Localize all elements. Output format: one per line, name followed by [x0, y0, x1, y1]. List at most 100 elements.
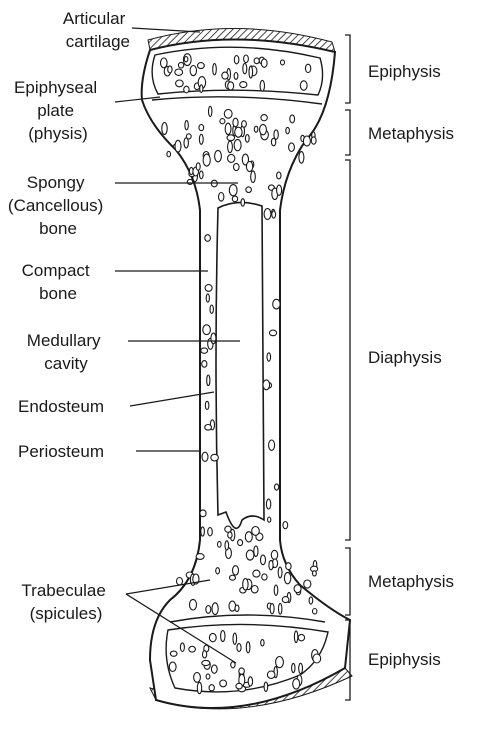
- label-epiphysis-bottom: Epiphysis: [368, 650, 441, 669]
- trabecular-pore: [235, 605, 239, 611]
- trabecular-pore: [269, 330, 276, 336]
- trabecular-pore: [199, 134, 203, 144]
- bracket-metaphysis-top: [345, 110, 350, 155]
- trabecular-pore: [175, 140, 181, 152]
- trabecular-pore: [269, 440, 275, 450]
- trabecular-pore: [206, 606, 211, 614]
- trabecular-pore: [243, 579, 248, 591]
- trabecular-pore: [218, 541, 222, 547]
- trabecular-pore: [261, 555, 266, 565]
- trabecular-pore: [251, 586, 258, 593]
- trabecular-pore: [269, 560, 273, 569]
- trabecular-pore: [178, 62, 183, 68]
- trabecular-pore: [189, 646, 196, 652]
- bracket-metaphysis-bottom: [345, 548, 350, 615]
- trabecular-pore: [203, 651, 207, 658]
- trabecular-pore: [228, 154, 235, 162]
- label-medullary-cavity: Medullary cavity: [27, 331, 105, 373]
- trabecular-pore: [221, 631, 225, 642]
- trabecular-pore: [228, 141, 233, 153]
- trabecular-pore: [228, 82, 234, 90]
- label-metaphysis-bottom: Metaphysis: [368, 572, 454, 591]
- trabecular-pore: [233, 633, 237, 644]
- trabecular-pore: [246, 187, 252, 193]
- trabecular-pore: [220, 119, 225, 124]
- trabecular-pore: [234, 73, 238, 80]
- trabecular-pore: [313, 609, 317, 614]
- trabecular-pore: [190, 599, 197, 610]
- trabecular-pore: [206, 294, 209, 302]
- trabecular-pore: [313, 654, 321, 663]
- trabecular-pore: [303, 136, 310, 146]
- trabecular-pore: [234, 56, 239, 64]
- trabecular-pore: [290, 115, 295, 123]
- trabecular-pore: [176, 80, 184, 87]
- trabecular-pore: [205, 401, 209, 409]
- trabecular-pore: [200, 510, 206, 517]
- trabecular-pore: [304, 580, 311, 588]
- label-metaphysis-top: Metaphysis: [368, 124, 454, 143]
- trabecular-pore: [260, 124, 267, 134]
- trabecular-pore: [207, 375, 210, 386]
- trabecular-pore: [262, 574, 267, 580]
- trabecular-pore: [241, 199, 245, 206]
- trabecular-pore: [246, 642, 250, 653]
- trabecular-pore: [305, 64, 310, 72]
- trabecular-pore: [277, 172, 281, 179]
- bracket-diaphysis: [345, 160, 350, 540]
- trabecular-pore: [233, 566, 239, 575]
- label-endosteum: Endosteum: [18, 397, 104, 416]
- trabecular-pore: [227, 135, 235, 141]
- trabecular-pore: [286, 563, 291, 570]
- trabecular-pore: [185, 121, 188, 130]
- trabecular-pore: [209, 106, 212, 116]
- trabecular-pore: [282, 597, 289, 603]
- trabecular-pore: [245, 135, 249, 143]
- trabecular-pore: [212, 603, 218, 615]
- trabecular-pore: [261, 640, 264, 646]
- trabecular-pore: [242, 121, 247, 128]
- trabecular-pore: [239, 668, 245, 674]
- trabecular-pore: [278, 567, 282, 578]
- trabecular-pore: [202, 361, 207, 368]
- trabecular-pore: [299, 663, 303, 673]
- trabecular-pore: [244, 55, 249, 63]
- trabecular-pore: [267, 353, 271, 361]
- trabecular-pore: [249, 66, 253, 78]
- trabecular-pore: [294, 585, 301, 593]
- trabecular-pore: [254, 58, 259, 64]
- trabecular-pore: [225, 123, 231, 134]
- trabecular-pore: [293, 679, 300, 689]
- trabecular-pore: [210, 305, 213, 313]
- trabecular-pore: [246, 162, 252, 172]
- trabecular-pore: [277, 185, 282, 195]
- trabecular-pore: [252, 527, 260, 536]
- trabecular-pore: [167, 151, 171, 156]
- label-trabeculae: Trabeculae (spicules): [21, 581, 110, 623]
- trabecular-pore: [294, 631, 297, 643]
- trabecular-pore: [224, 109, 232, 118]
- trabecular-pore: [201, 527, 205, 536]
- trabecular-pore: [203, 154, 210, 166]
- trabecular-pore: [200, 171, 204, 179]
- trabecular-pore: [175, 69, 183, 75]
- trabecular-pore: [202, 660, 210, 665]
- trabecular-pore: [264, 682, 268, 691]
- trabecular-pore: [263, 380, 270, 390]
- label-epiphysis-top: Epiphysis: [368, 62, 441, 81]
- trabecular-pore: [233, 118, 238, 127]
- trabecular-pore: [284, 572, 290, 583]
- trabecular-pore: [211, 665, 217, 673]
- trabecular-pore: [238, 540, 243, 546]
- medullary-cavity: [216, 202, 264, 528]
- trabecular-pore: [161, 58, 168, 68]
- trabecular-pore: [196, 554, 204, 560]
- trabecular-pore: [184, 86, 189, 93]
- trabecular-pore: [169, 662, 176, 671]
- trabecular-pore: [254, 126, 258, 132]
- trabecular-pore: [187, 179, 192, 184]
- trabecular-pore: [235, 127, 242, 137]
- leader-articular: [132, 28, 200, 32]
- trabecular-pore: [198, 63, 205, 69]
